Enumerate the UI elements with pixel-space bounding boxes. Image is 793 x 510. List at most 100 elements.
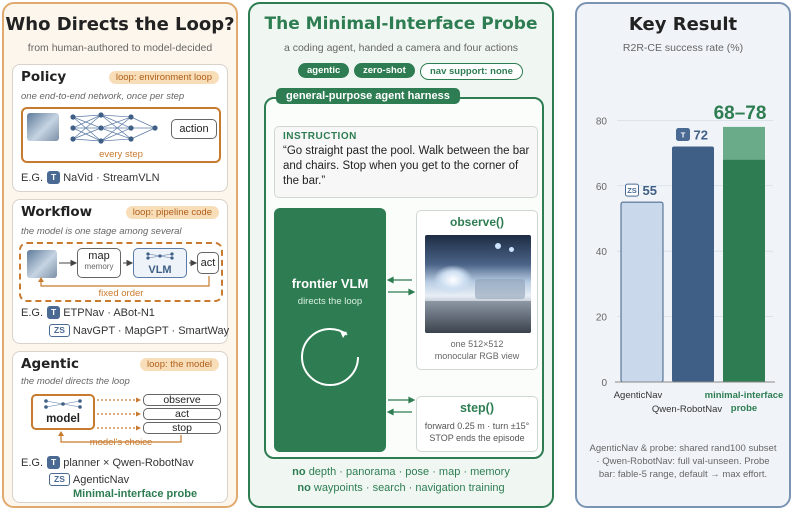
vlm-subtitle: directs the loop [297, 296, 363, 307]
neural-network-icon [146, 252, 174, 260]
vlm-title: frontier VLM [291, 276, 369, 291]
card-title: Agentic [21, 356, 79, 372]
step-line-2: STOP ends the episode [429, 433, 525, 443]
card-workflow: Workflow loop: pipeline code the model i… [12, 199, 230, 344]
no-label: no [292, 466, 306, 478]
model-label: model [46, 413, 80, 425]
bar-tag-text: T [681, 131, 686, 140]
loop-cycle-icon [301, 328, 359, 386]
step-box: step() forward 0.25 m · turn ±15° STOP e… [416, 396, 538, 452]
x-category-label: AgenticNav [614, 390, 663, 401]
eg-label: E.G. [21, 457, 44, 469]
act-action-box: act [143, 408, 221, 420]
pill-zero-shot: zero-shot [354, 63, 415, 78]
harness-label: general-purpose agent harness [276, 88, 460, 104]
bar-agenticnav [620, 201, 664, 383]
chart-ylabel: R2R-CE success rate (%) [622, 42, 744, 54]
vlm-label: VLM [148, 264, 172, 276]
camera-frame-thumbnail [27, 250, 57, 278]
loop-badge: loop: pipeline code [125, 206, 219, 219]
excluded-sensors: depth · panorama · pose · map · memory [308, 466, 510, 478]
zero-shot-tag: ZS [49, 473, 70, 486]
card-agentic: Agentic loop: the model the model direct… [12, 351, 228, 503]
model-box: model [31, 394, 95, 430]
y-tick-label: 60 [596, 182, 608, 193]
loop-badge: loop: environment loop [108, 71, 219, 84]
vlm-io-arrows [386, 276, 416, 416]
bar-value-label: 72 [694, 128, 708, 143]
examples-line-3: Minimal-interface probe [73, 488, 198, 500]
memory-label: memory [84, 262, 114, 271]
step-line-1: forward 0.25 m · turn ±15° [424, 421, 530, 431]
panel-title: Who Directs the Loop? [5, 14, 235, 35]
panel-subtitle: from human-authored to model-decided [27, 42, 213, 54]
example-methods: ETPNav · ABot-N1 [63, 307, 155, 319]
trained-tag [676, 128, 690, 142]
observe-box: observe() one 512×512 monocular RGB view [416, 210, 538, 370]
bar-value-label: 55 [643, 183, 657, 198]
pipeline-loop-frame [19, 242, 223, 302]
bar-probe-range [723, 126, 765, 160]
y-tick-label: 40 [596, 247, 608, 258]
instruction-label: INSTRUCTION [283, 131, 357, 142]
example-methods: NaVid · StreamVLN [63, 172, 160, 184]
card-description: one end-to-end network, once per step [21, 91, 185, 102]
y-tick-label: 80 [596, 116, 608, 127]
loop-badge: loop: the model [140, 358, 219, 371]
observe-action-box: observe [143, 394, 221, 406]
trained-tag: T [47, 306, 61, 319]
bar-tag-text: ZS [627, 186, 637, 195]
zero-shot-tag [625, 183, 639, 197]
eg-label: E.G. [21, 307, 44, 319]
x-category-label: Qwen-RobotNav [652, 404, 722, 415]
map-memory-box: map memory [77, 248, 121, 278]
pipeline-arrows [38, 259, 210, 287]
loop-label: model's choice [89, 437, 153, 448]
loop-label: every step [99, 149, 143, 160]
x-category-label: minimal-interface [705, 390, 784, 401]
model-choice-arrows [58, 397, 182, 443]
card-policy: Policy loop: environment loop one end-to… [12, 64, 228, 192]
camera-rgb-view-image [425, 235, 531, 333]
map-label: map [88, 250, 110, 262]
eg-label: E.G. [21, 172, 44, 184]
zero-shot-tag: ZS [49, 324, 70, 337]
panel-title: The Minimal-Interface Probe [264, 14, 538, 34]
footer-no-sensors: no depth · panorama · pose · map · memor… [250, 466, 552, 478]
excluded-tools: waypoints · search · navigation training [313, 482, 505, 494]
observe-title: observe() [449, 215, 505, 229]
instruction-text: “Go straight past the pool. Walk between… [283, 145, 530, 187]
trained-tag: T [47, 456, 61, 469]
panel-title: Key Result [628, 14, 738, 35]
example-methods: AgenticNav [72, 474, 130, 486]
action-box: action [171, 119, 217, 139]
bar-value-label: 68–78 [714, 103, 767, 124]
panel-subtitle: a coding agent, handed a camera and four… [283, 42, 519, 54]
trained-tag: T [47, 171, 61, 184]
card-title: Policy [21, 69, 67, 85]
example-methods: planner × Qwen-RobotNav [63, 457, 194, 469]
step-title: step() [459, 401, 495, 415]
x-category-label: probe [731, 403, 757, 414]
pill-agentic: agentic [298, 63, 350, 78]
card-title: Workflow [21, 204, 93, 220]
example-methods: NavGPT · MapGPT · SmartWay [72, 325, 230, 337]
observe-caption-2: monocular RGB view [434, 351, 520, 361]
camera-frame-thumbnail [27, 113, 59, 141]
panel-who-directs: Who Directs the Loop? from human-authore… [2, 2, 238, 508]
y-tick-label: 0 [601, 378, 607, 389]
act-box: act [197, 252, 219, 274]
panel-minimal-interface-probe: The Minimal-Interface Probe a coding age… [248, 2, 554, 508]
frontier-vlm-box: frontier VLM directs the loop [274, 208, 386, 452]
chart-caption: AgenticNav & probe: shared rand100 subse… [589, 443, 777, 480]
card-description: the model is one stage among several [21, 226, 182, 237]
no-label: no [297, 482, 311, 494]
instruction-box: INSTRUCTION “Go straight past the pool. … [274, 126, 538, 198]
pill-nav-support: nav support: none [420, 63, 523, 80]
neural-network-icon [70, 112, 158, 144]
